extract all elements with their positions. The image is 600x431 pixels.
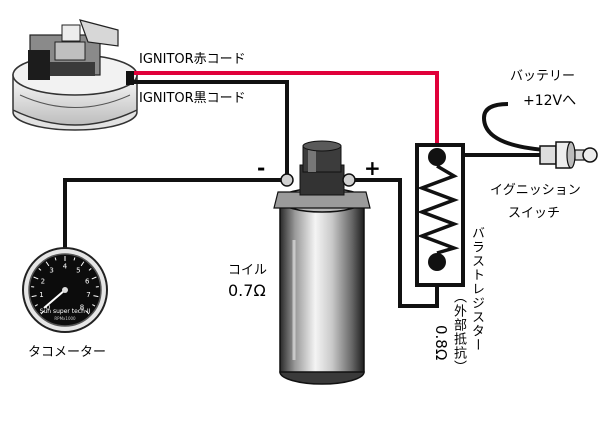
coil-plus-label: +	[364, 156, 381, 180]
tacho-tick	[92, 304, 96, 307]
tacho-tick	[88, 268, 92, 271]
tacho-dial-number: 5	[76, 267, 80, 275]
key-icon	[582, 147, 598, 163]
tacho-tick	[34, 304, 38, 307]
tacho-scale-ticks	[31, 256, 99, 315]
resistor-zigzag	[417, 164, 460, 255]
tacho-dial-number: 1	[39, 291, 43, 299]
tacho-dial-number: 3	[49, 267, 53, 275]
tacho-dial-number: 2	[41, 277, 45, 285]
ignitor-black-label: IGNITOR黒コード	[139, 91, 246, 106]
ballast-resistor	[415, 143, 465, 287]
tacho-brand: Sun super tech II	[40, 308, 91, 315]
tacho-tick	[31, 295, 37, 298]
tacho-dial-number: 7	[86, 291, 90, 299]
ballast-resistor-value: 0.8Ω	[432, 325, 450, 361]
tacho-wire	[63, 178, 287, 252]
tacho-dial-number: 8	[80, 303, 84, 311]
tacho-dial-number: 0	[46, 303, 50, 311]
ignition-switch	[539, 141, 598, 169]
tacho-tick	[45, 261, 50, 267]
tacho-tick	[54, 257, 57, 261]
tachometer: 01 23 456 78 Sun super tech II RPMx1000	[22, 247, 108, 333]
tacho-dial-number: 6	[85, 277, 90, 285]
tacho-tick	[93, 295, 99, 298]
ignition-switch-label-line1: イグニッション	[490, 183, 581, 198]
tacho-tick	[73, 257, 76, 261]
tacho-tick	[33, 276, 39, 280]
tacho-tick	[91, 276, 97, 280]
tacho-tick	[38, 268, 42, 271]
resistor-top-terminal	[428, 148, 446, 166]
tacho-tick	[85, 310, 90, 315]
tacho-dial-number: 4	[63, 263, 68, 271]
tachometer-label: タコメーター	[28, 345, 107, 360]
tacho-needle	[43, 289, 66, 309]
ignitor-unit	[12, 19, 138, 131]
coil-positive-wire	[349, 178, 439, 308]
battery-label-line2: +12Vへ	[523, 93, 577, 109]
black-ignitor-wire	[134, 80, 289, 180]
ballast-resistor-note: （外部抵抗）	[451, 290, 466, 374]
ignition-coil	[273, 140, 371, 385]
tacho-tick	[40, 310, 45, 315]
red-ignitor-wire	[134, 71, 439, 155]
tacho-tick	[80, 261, 85, 267]
battery-label-line1: バッテリー	[510, 69, 576, 84]
tacho-scale-numbers: 01 23 456 78	[39, 263, 91, 312]
coil-name-label: コイル	[228, 263, 268, 278]
coil-minus-label: -	[257, 156, 266, 180]
coil-positive-terminal	[342, 173, 356, 187]
coil-negative-terminal	[280, 173, 294, 187]
ballast-resistor-label: バラストレジスター	[469, 226, 484, 352]
ignition-switch-label-line2: スイッチ	[508, 206, 561, 221]
ignitor-red-label: IGNITOR赤コード	[139, 52, 246, 67]
tacho-model: RPMx1000	[54, 316, 76, 321]
coil-resistance-label: 0.7Ω	[228, 281, 266, 300]
resistor-bottom-terminal	[428, 253, 446, 271]
battery-lead	[481, 102, 550, 154]
